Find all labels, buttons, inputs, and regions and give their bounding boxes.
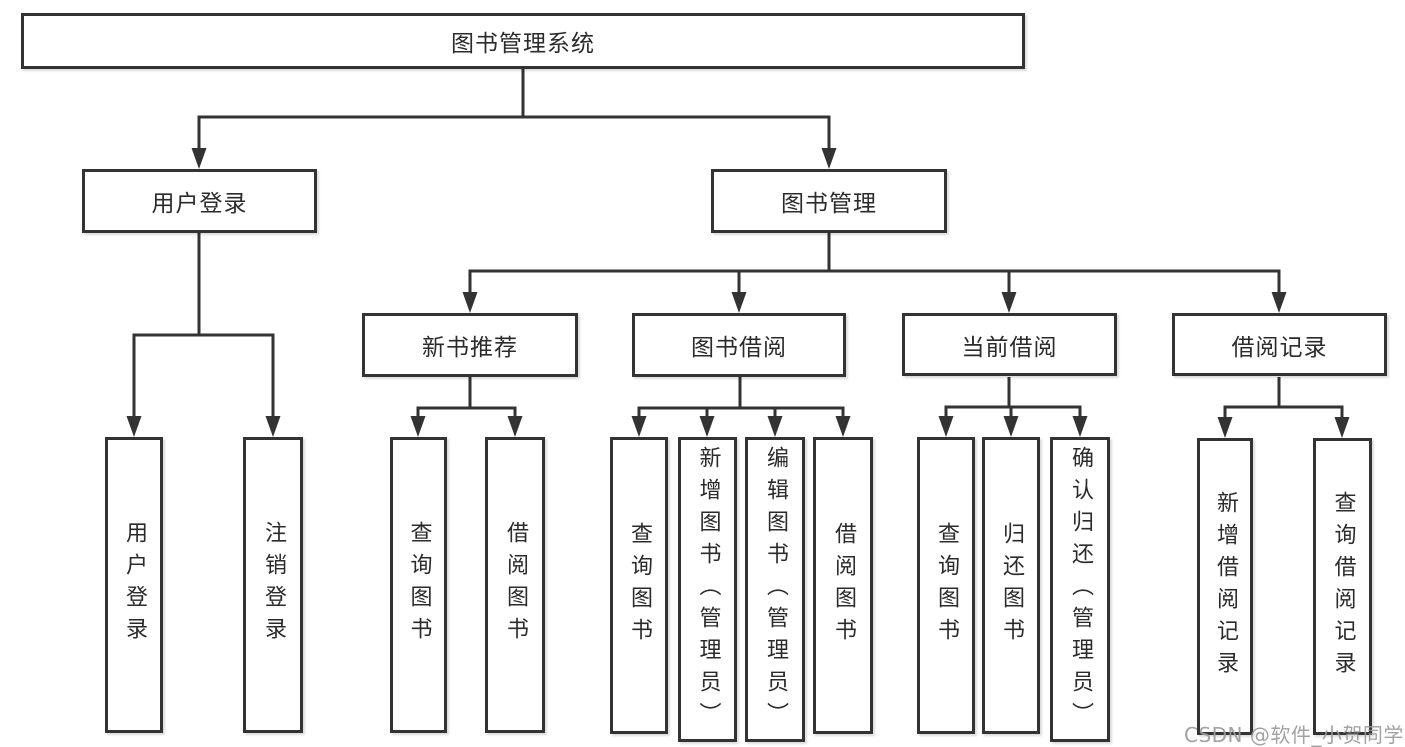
node-label: 注销登录 [261, 521, 286, 649]
arrowhead [1271, 292, 1287, 313]
arrowhead [462, 292, 478, 313]
node-user-login: 用户登录 [82, 169, 317, 233]
arrowhead [410, 416, 426, 437]
node-label: 查询图书 [934, 521, 959, 650]
node-label: 借阅图书 [831, 521, 856, 650]
leaf-add-borrow-record: 新增借阅记录 [1197, 438, 1253, 735]
leaf-confirm-return-admin: 确认归还（管理员） [1050, 437, 1110, 742]
connector-new-book-split [416, 377, 517, 418]
arrowhead [821, 148, 837, 169]
node-book-management: 图书管理 [711, 169, 947, 233]
node-label: 用户登录 [122, 521, 147, 649]
node-label: 确认归还（管理员） [1068, 445, 1093, 734]
arrowhead [265, 416, 281, 437]
leaf-edit-book-admin: 编辑图书（管理员） [745, 437, 805, 742]
node-library-system: 图书管理系统 [21, 13, 1025, 69]
connector-borrow-records-split [1223, 377, 1344, 419]
leaf-query-borrow-record: 查询借阅记录 [1313, 438, 1372, 735]
node-new-book-recommend: 新书推荐 [362, 313, 578, 377]
node-label: 借阅记录 [1231, 334, 1328, 361]
leaf-query-books-borrowing: 查询图书 [610, 437, 668, 734]
arrowhead [507, 416, 523, 437]
connector-user-login-split [132, 233, 275, 418]
arrowhead [631, 416, 647, 437]
leaf-return-book: 归还图书 [982, 437, 1040, 734]
node-label: 新书推荐 [422, 335, 518, 361]
arrowhead [126, 416, 142, 437]
arrowhead [835, 416, 851, 437]
arrowhead [191, 148, 207, 169]
leaf-logout: 注销登录 [243, 437, 303, 733]
leaf-user-login: 用户登录 [105, 437, 163, 733]
node-label: 图书管理 [781, 191, 877, 217]
node-label: 查询图书 [627, 521, 652, 650]
arrowhead [699, 416, 715, 437]
node-label: 借阅图书 [503, 521, 528, 649]
arrowhead [731, 292, 747, 313]
connector-current-borrowing-split [944, 377, 1082, 418]
leaf-query-books-recommend: 查询图书 [390, 437, 447, 733]
leaf-borrow-books-borrowing: 借阅图书 [813, 437, 873, 734]
connector-book-borrowing-split [637, 377, 845, 418]
node-book-borrowing: 图书借阅 [632, 313, 846, 377]
arrowhead [1217, 417, 1233, 438]
connector-book-management-split [468, 233, 1281, 294]
node-label: 查询图书 [406, 521, 432, 649]
arrowhead [767, 416, 783, 437]
node-label: 查询借阅记录 [1330, 490, 1356, 683]
arrowhead [938, 416, 954, 437]
node-label: 图书管理系统 [451, 31, 595, 57]
arrowhead [1334, 417, 1350, 438]
node-label: 编辑图书（管理员） [763, 445, 788, 734]
arrowhead [1001, 292, 1017, 313]
node-label: 新增借阅记录 [1213, 490, 1238, 683]
leaf-borrow-books-recommend: 借阅图书 [485, 437, 545, 733]
leaf-query-books-current: 查询图书 [917, 437, 975, 734]
node-label: 归还图书 [999, 521, 1024, 650]
node-current-borrowing: 当前借阅 [902, 313, 1117, 376]
arrowhead [1003, 416, 1019, 437]
node-label: 用户登录 [151, 191, 248, 217]
node-label: 新增图书（管理员） [695, 445, 721, 734]
csdn-watermark: CSDN @软件_小贺同学 [1184, 723, 1404, 747]
connector-root-split [197, 69, 831, 150]
arrowhead [1072, 416, 1088, 437]
node-borrow-records: 借阅记录 [1172, 313, 1387, 376]
node-label: 当前借阅 [961, 334, 1058, 361]
node-label: 图书借阅 [691, 335, 787, 361]
leaf-add-book-admin: 新增图书（管理员） [678, 437, 737, 742]
